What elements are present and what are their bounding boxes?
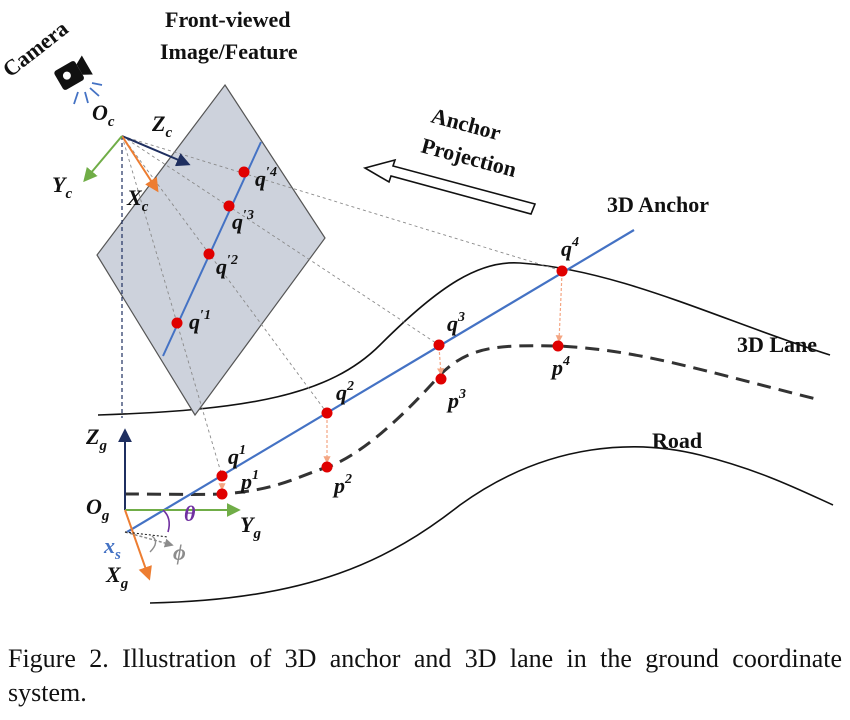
phi-direction-line [124, 531, 174, 548]
lane-label-p2: p2 [332, 472, 352, 498]
camera-flash-rays [73, 82, 103, 105]
phi-arc [149, 535, 157, 553]
anchor-label-q1: q1 [228, 443, 246, 469]
ground-x-symbol: Xg [105, 562, 129, 592]
front-viewed-label-line2: Image/Feature [160, 39, 298, 64]
anchor-3d-line [126, 229, 635, 533]
ground-x-axis [124, 509, 152, 581]
camera-z-symbol: Zc [151, 111, 172, 141]
ground-y-symbol: Yg [240, 512, 261, 542]
theta-arc [162, 509, 170, 533]
anchor-3d-label: 3D Anchor [607, 192, 709, 217]
camera-x-axis [121, 135, 159, 193]
anchor-point-q4 [556, 265, 568, 277]
lane-3d-label: 3D Lane [737, 332, 817, 357]
lane-label-p4: p4 [550, 354, 570, 380]
anchor-label-q2: q2 [336, 379, 354, 405]
projected-point-q4 [238, 166, 250, 178]
projected-points [171, 166, 250, 329]
anchor-projection-label-line2: Projection [419, 133, 519, 182]
lane-label-p3: p3 [446, 387, 466, 413]
road-label: Road [652, 428, 702, 453]
projected-label-q4: q′4 [255, 165, 277, 191]
anchor-point-q3 [433, 339, 445, 351]
camera-origin-symbol: Oc [92, 100, 115, 130]
anchor-projection-arrow [362, 158, 537, 215]
projection-rays [121, 135, 563, 477]
camera-y-axis [83, 135, 123, 183]
projected-label-q1: q′1 [189, 308, 211, 334]
phi-symbol: ϕ [173, 540, 186, 565]
projected-point-q3 [223, 200, 235, 212]
projected-point-q2 [203, 248, 215, 260]
anchor-point-q2 [321, 407, 333, 419]
anchor-diagram: Camera Front-viewed Image/Feature Anchor… [0, 7, 834, 604]
road-lower-edge [149, 446, 834, 604]
camera-z-axis [121, 135, 191, 167]
lane-point-p4 [552, 340, 564, 352]
anchor-label-q4: q4 [561, 235, 579, 261]
camera-x-symbol: Xc [126, 185, 149, 215]
projected-point-q1 [171, 317, 183, 329]
projected-label-q2: q′2 [216, 253, 238, 279]
lane-point-p1 [216, 488, 228, 500]
projected-label-q3: q′3 [232, 208, 254, 234]
front-viewed-label-line1: Front-viewed [165, 7, 290, 32]
figure-caption: Figure 2. Illustration of 3D anchor and … [8, 644, 842, 707]
x-start-symbol: xs [103, 533, 121, 563]
road-upper-edge [97, 261, 831, 416]
lane-point-p3 [435, 373, 447, 385]
lane-points [216, 340, 564, 500]
lane-point-p2 [321, 461, 333, 473]
camera-y-symbol: Yc [52, 172, 72, 202]
ground-z-symbol: Zg [85, 424, 107, 454]
anchor-points [216, 265, 568, 482]
lane-label-p1: p1 [239, 468, 259, 494]
x-start-marker [124, 531, 169, 538]
anchor-label-q3: q3 [447, 310, 465, 336]
ground-origin-symbol: Og [86, 494, 110, 524]
camera-icon [54, 55, 93, 90]
theta-symbol: θ [184, 501, 196, 526]
anchor-point-q1 [216, 470, 228, 482]
